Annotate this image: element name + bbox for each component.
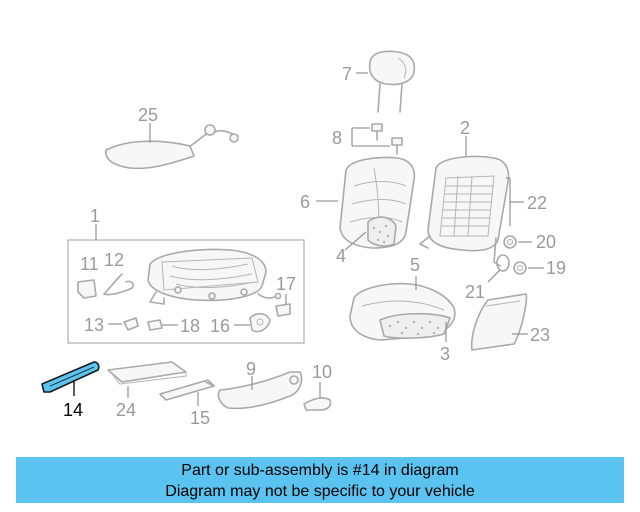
- callout-12[interactable]: 12: [104, 250, 124, 270]
- callout-5[interactable]: 5: [410, 255, 420, 275]
- part-18-bolt[interactable]: 18: [147, 316, 200, 336]
- part-5-seat-cushion-cover[interactable]: 5: [349, 255, 456, 341]
- part-20-recliner-knob[interactable]: 20: [503, 232, 556, 252]
- callout-13[interactable]: 13: [84, 315, 104, 335]
- callout-20[interactable]: 20: [536, 232, 556, 252]
- part-2-seatback-frame[interactable]: 2: [419, 118, 510, 267]
- part-16-height-adjuster[interactable]: 16: [210, 312, 271, 336]
- callout-16[interactable]: 16: [210, 316, 230, 336]
- callout-2[interactable]: 2: [460, 118, 470, 138]
- part-23-back-panel[interactable]: 23: [470, 293, 550, 351]
- part-17-screw[interactable]: 17: [275, 274, 296, 317]
- part-25-wiring-harness[interactable]: 25: [105, 105, 239, 170]
- info-banner: Part or sub-assembly is #14 in diagram D…: [16, 457, 624, 503]
- callout-17[interactable]: 17: [276, 274, 296, 294]
- callout-19[interactable]: 19: [546, 258, 566, 278]
- part-14-rail-cover[interactable]: 14: [41, 361, 100, 420]
- banner-line-2: Diagram may not be specific to your vehi…: [165, 483, 475, 500]
- callout-23[interactable]: 23: [530, 325, 550, 345]
- callout-15[interactable]: 15: [190, 408, 210, 428]
- callout-18[interactable]: 18: [180, 316, 200, 336]
- callout-1[interactable]: 1: [90, 206, 100, 226]
- callout-8[interactable]: 8: [332, 128, 342, 148]
- part-8-headrest-guide[interactable]: 8: [332, 123, 403, 155]
- part-1-cushion-frame-group[interactable]: 1 11 12 13: [67, 206, 305, 344]
- part-10-recline-lever[interactable]: 10: [303, 362, 332, 411]
- part-seat-frame: [147, 248, 282, 305]
- callout-11[interactable]: 11: [80, 254, 99, 274]
- callout-9[interactable]: 9: [246, 359, 256, 379]
- part-19-nut[interactable]: 19: [513, 258, 566, 278]
- leader-4: 4: [336, 231, 367, 266]
- part-6-seatback-cover[interactable]: 6: [300, 156, 416, 249]
- callout-24[interactable]: 24: [116, 400, 136, 420]
- part-13-clip[interactable]: 13: [84, 315, 139, 335]
- callout-22[interactable]: 22: [527, 193, 547, 213]
- part-21-ring[interactable]: 21: [465, 254, 510, 302]
- part-22-lumbar-support[interactable]: 22: [506, 177, 547, 226]
- part-7-headrest[interactable]: 7: [342, 50, 416, 113]
- callout-10[interactable]: 10: [312, 362, 332, 382]
- callout-3[interactable]: 3: [440, 344, 450, 364]
- callout-4[interactable]: 4: [336, 246, 346, 266]
- callout-21[interactable]: 21: [465, 282, 485, 302]
- banner-line-1: Part or sub-assembly is #14 in diagram: [181, 462, 459, 479]
- callout-6[interactable]: 6: [300, 192, 310, 212]
- callout-7[interactable]: 7: [342, 64, 352, 84]
- part-9-side-shield[interactable]: 9: [217, 359, 303, 410]
- part-11-bracket[interactable]: 11: [77, 254, 99, 299]
- part-24-cushion-pan[interactable]: 24: [107, 361, 187, 420]
- part-15-rail-trim[interactable]: 15: [159, 379, 215, 428]
- callout-25[interactable]: 25: [138, 105, 158, 125]
- part-12-cable[interactable]: 12: [103, 250, 135, 296]
- callout-14[interactable]: 14: [63, 400, 83, 420]
- part-3-seat-cushion-pad[interactable]: 3: [440, 322, 450, 364]
